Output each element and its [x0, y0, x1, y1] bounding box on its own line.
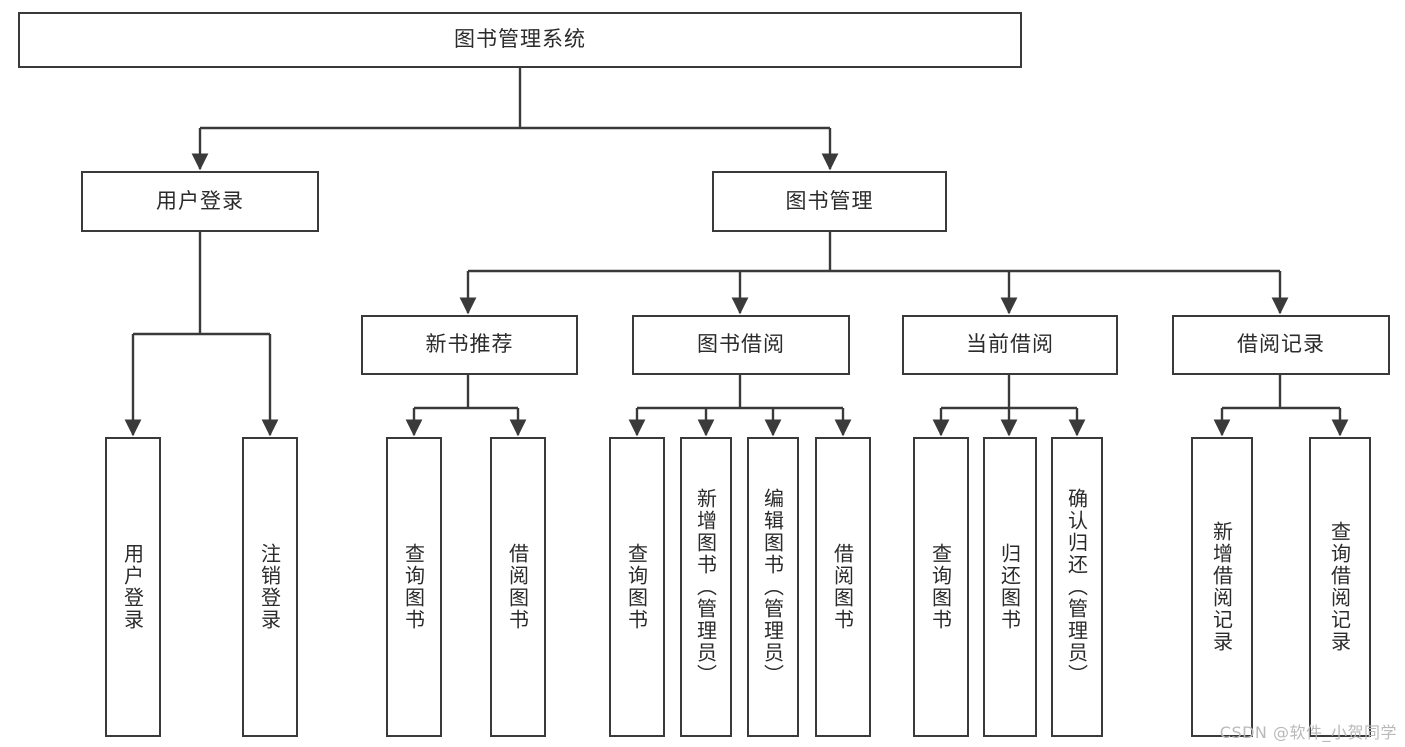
leaf-user-login-login[interactable]: 用户登录 [105, 437, 161, 737]
node-label: 图书借阅 [697, 332, 785, 357]
node-label: 注销登录 [257, 543, 282, 631]
node-label: 新书推荐 [425, 332, 514, 357]
node-book-borrow[interactable]: 图书借阅 [632, 315, 850, 375]
leaf-new-book-borrow-book[interactable]: 借阅图书 [490, 437, 546, 737]
node-label: 新增借阅记录 [1209, 521, 1234, 653]
node-new-book-recommend[interactable]: 新书推荐 [361, 315, 578, 375]
node-label: 当前借阅 [966, 332, 1054, 357]
leaf-borrow-record-add-record[interactable]: 新增借阅记录 [1191, 437, 1253, 737]
node-borrow-record[interactable]: 借阅记录 [1172, 315, 1390, 375]
node-label: 查询图书 [401, 543, 426, 631]
node-label: 确认归还（管理员） [1064, 488, 1089, 686]
node-label: 借阅图书 [505, 543, 530, 631]
leaf-book-borrow-add-book-admin[interactable]: 新增图书（管理员） [680, 437, 732, 737]
node-book-management[interactable]: 图书管理 [712, 171, 947, 232]
leaf-current-borrow-confirm-return-admin[interactable]: 确认归还（管理员） [1051, 437, 1103, 737]
node-label: 查询借阅记录 [1327, 521, 1352, 653]
leaf-book-borrow-query-book[interactable]: 查询图书 [609, 437, 665, 737]
node-label: 用户登录 [120, 543, 145, 631]
node-label: 图书管理系统 [454, 27, 586, 52]
node-root-book-management-system[interactable]: 图书管理系统 [18, 12, 1022, 68]
leaf-book-borrow-edit-book-admin[interactable]: 编辑图书（管理员） [747, 437, 799, 737]
leaf-borrow-record-query-record[interactable]: 查询借阅记录 [1309, 437, 1371, 737]
node-user-login[interactable]: 用户登录 [81, 171, 319, 232]
leaf-book-borrow-borrow-book[interactable]: 借阅图书 [815, 437, 871, 737]
leaf-current-borrow-return-book[interactable]: 归还图书 [983, 437, 1037, 737]
node-label: 借阅记录 [1237, 332, 1325, 357]
leaf-new-book-query-book[interactable]: 查询图书 [386, 437, 442, 737]
node-label: 查询图书 [928, 543, 953, 631]
node-label: 新增图书（管理员） [693, 488, 718, 686]
node-label: 查询图书 [624, 543, 649, 631]
leaf-current-borrow-query-book[interactable]: 查询图书 [913, 437, 969, 737]
node-label: 借阅图书 [830, 543, 855, 631]
node-label: 图书管理 [785, 188, 874, 213]
node-label: 用户登录 [156, 188, 244, 213]
node-current-borrow[interactable]: 当前借阅 [902, 315, 1118, 375]
node-label: 归还图书 [997, 543, 1022, 631]
node-label: 编辑图书（管理员） [760, 488, 785, 686]
leaf-user-login-logout[interactable]: 注销登录 [242, 437, 298, 737]
